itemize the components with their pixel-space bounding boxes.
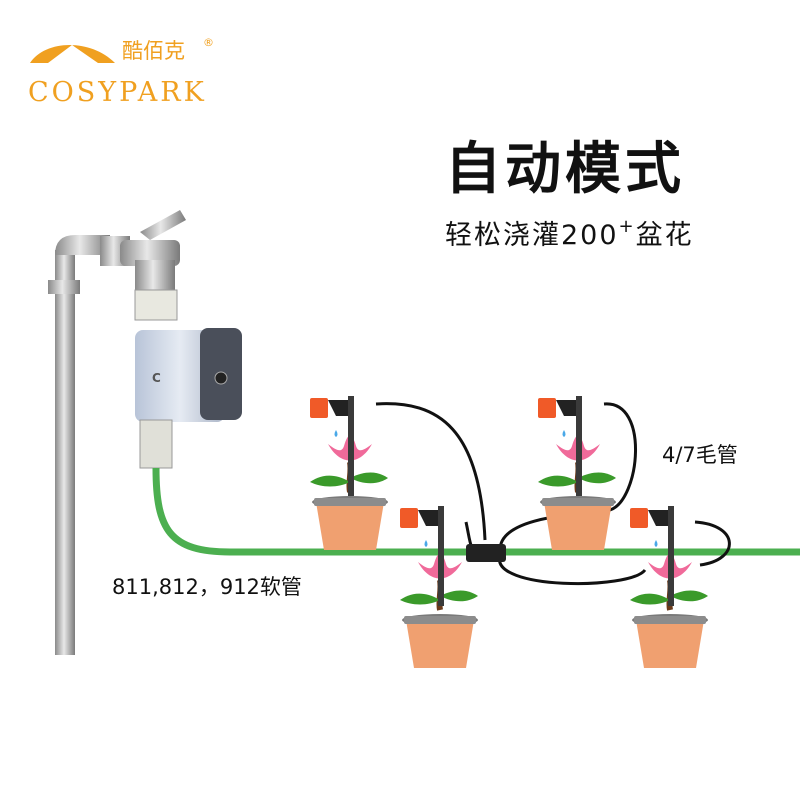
capillary-tubes bbox=[375, 402, 731, 586]
capillary-tube-label: 4/7毛管 bbox=[662, 443, 738, 467]
logo-brand-en: COSYPARK bbox=[28, 77, 207, 108]
pot-2 bbox=[538, 396, 616, 550]
tee-connector bbox=[466, 544, 506, 562]
svg-text:C: C bbox=[152, 371, 161, 385]
page-title: 自动模式 bbox=[445, 137, 685, 202]
pot-4 bbox=[630, 506, 708, 668]
faucet bbox=[100, 210, 186, 290]
water-pipe bbox=[48, 235, 110, 655]
main-hose bbox=[152, 467, 800, 556]
hose-label: 811,812，912软管 bbox=[112, 575, 302, 599]
pot-1 bbox=[310, 396, 388, 550]
logo-registered: ® bbox=[203, 36, 214, 49]
logo-brand-cn: 酷佰克 bbox=[122, 39, 185, 63]
water-timer: C bbox=[134, 289, 242, 469]
roof-icon bbox=[30, 44, 115, 63]
brand-logo: 酷佰克 ® COSYPARK bbox=[28, 36, 214, 108]
page-subtitle: 轻松浇灌200+盆花 bbox=[445, 216, 694, 251]
